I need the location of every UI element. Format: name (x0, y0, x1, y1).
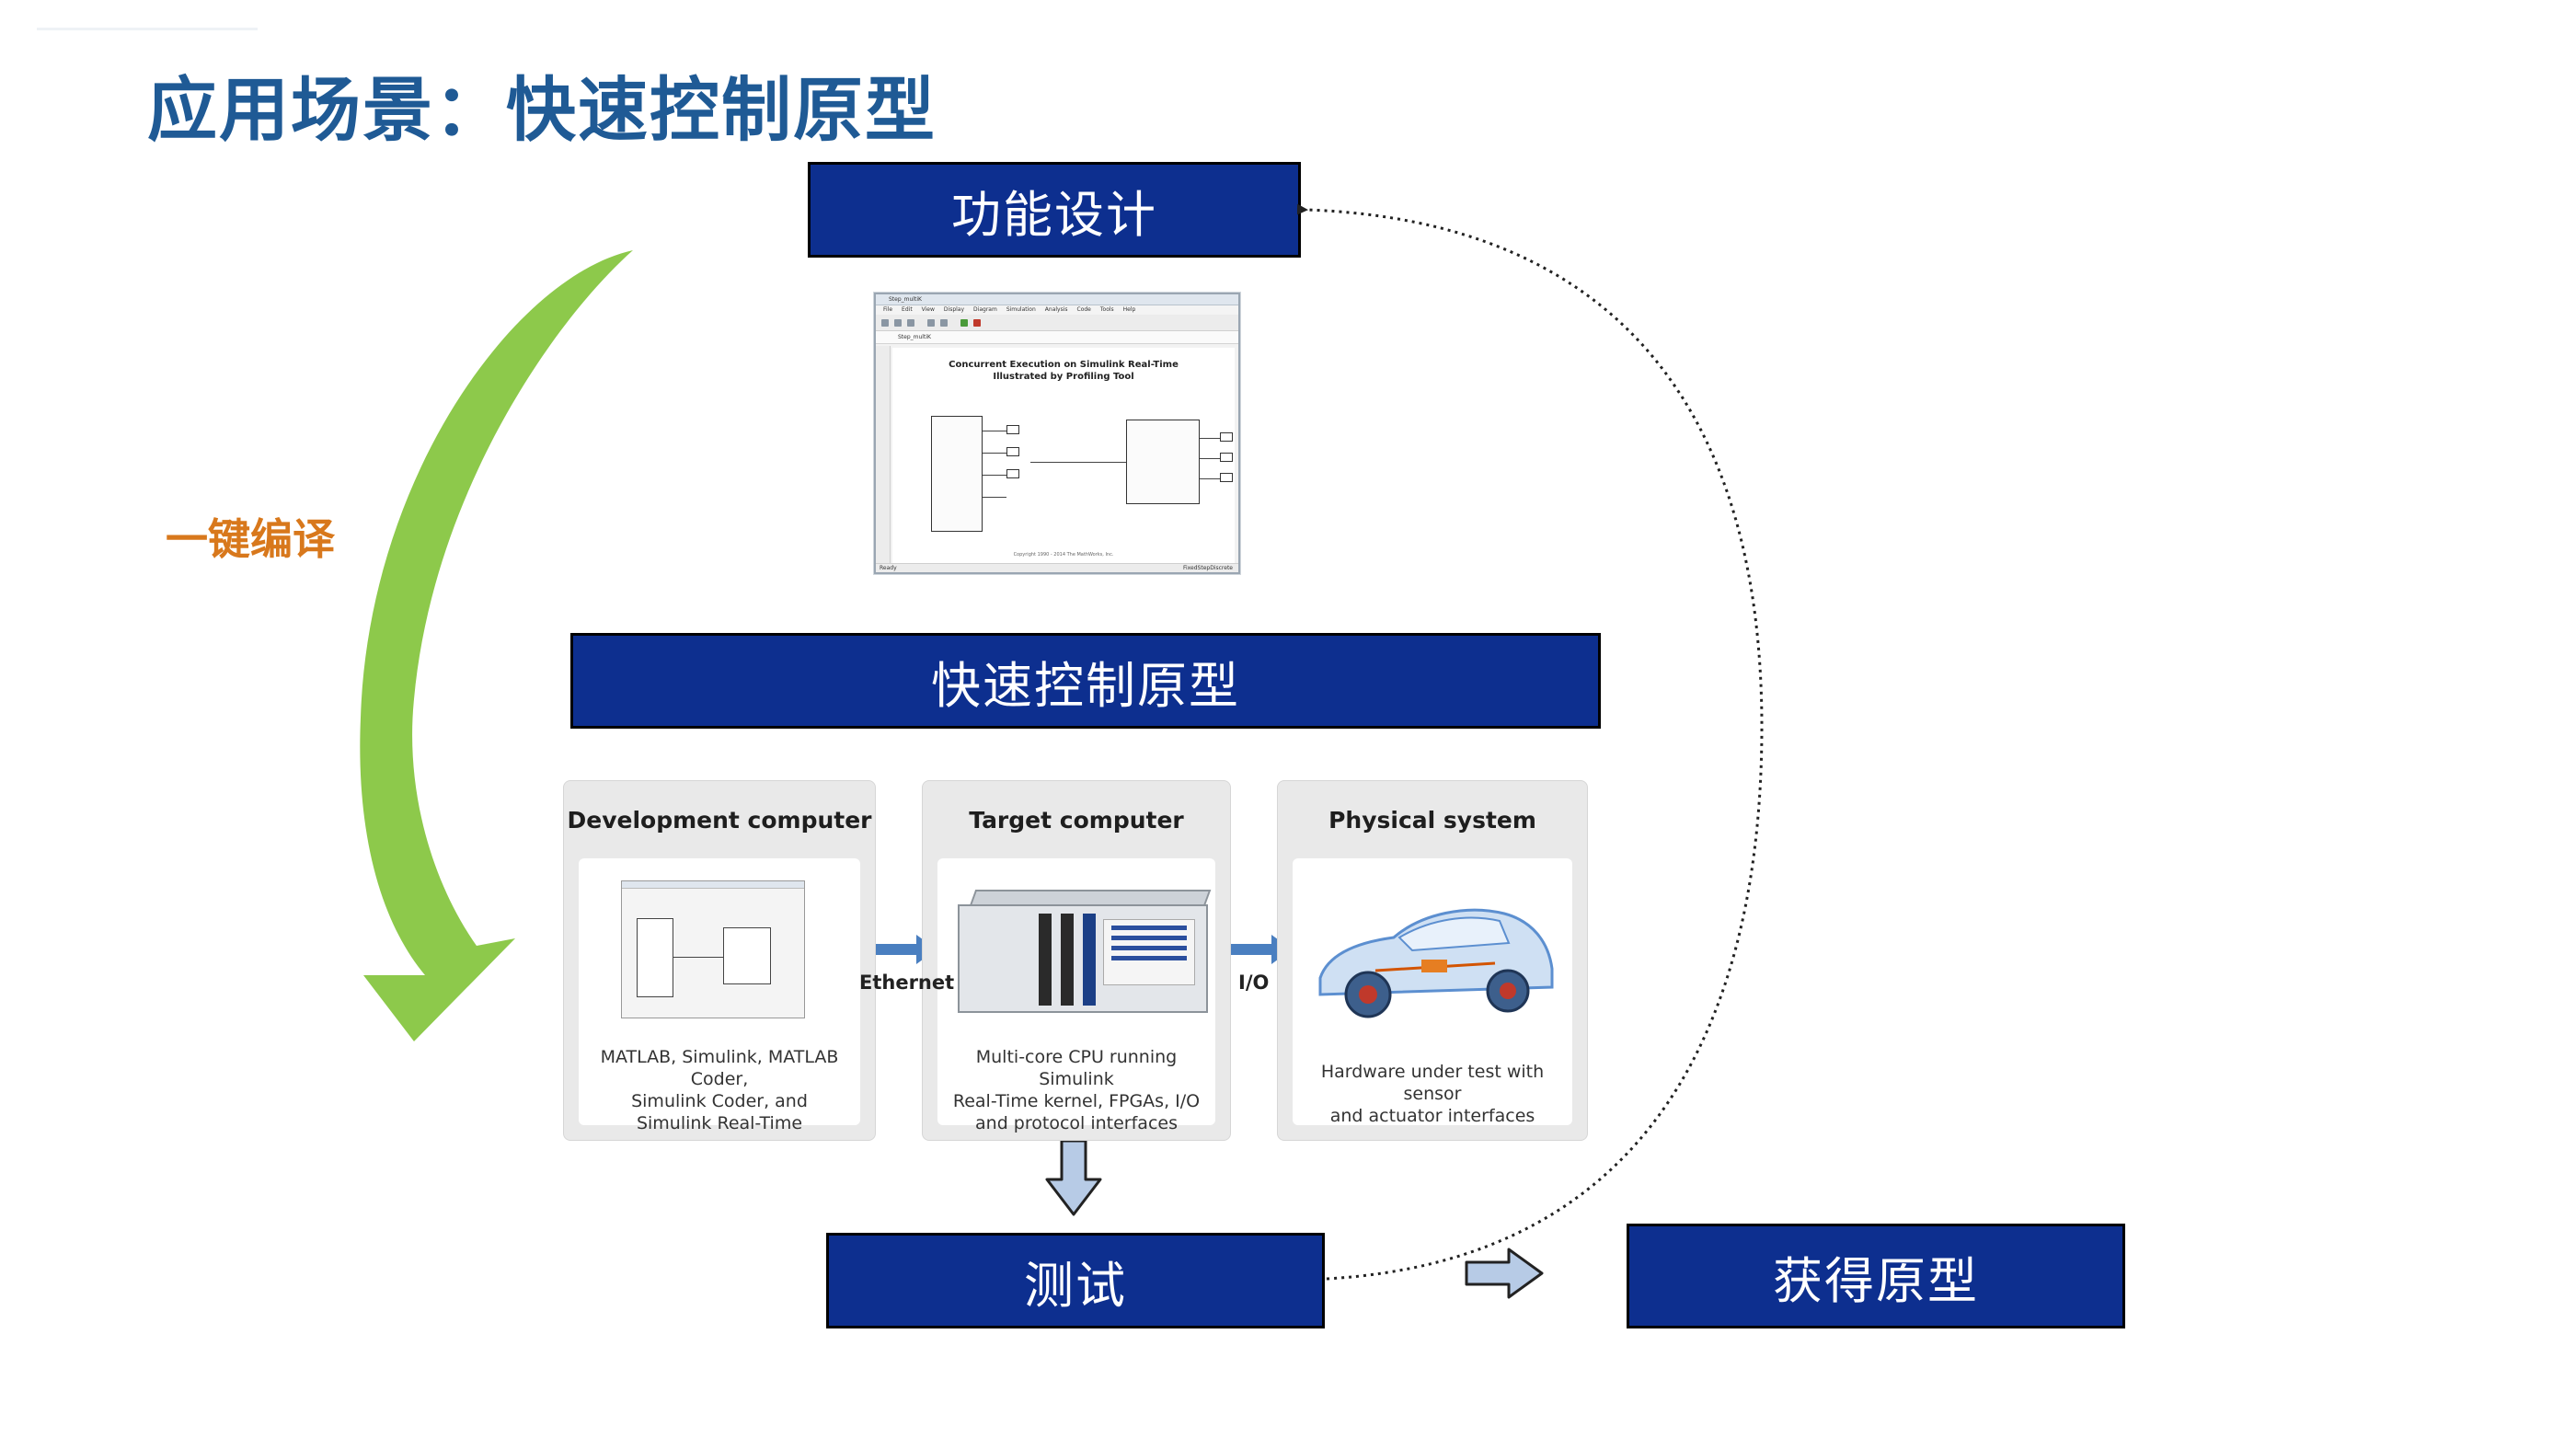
stop-icon[interactable] (973, 319, 981, 327)
right-arrow (1465, 1248, 1544, 1299)
card-title: Target computer (969, 807, 1184, 834)
feedback-loop-dotted-arrow (1296, 203, 1764, 1281)
slide-title: 应用场景：快速控制原型 (147, 69, 937, 151)
toolbar-icon[interactable] (894, 319, 902, 327)
card-target-computer: Target computer Multi-core CPU running S… (922, 780, 1231, 1141)
io-slot (1061, 914, 1074, 1006)
menu-item[interactable]: Edit (902, 306, 913, 313)
signal-line (1200, 478, 1220, 479)
terminator-block (1006, 469, 1019, 478)
toolbar-icon[interactable] (927, 319, 935, 327)
caption-line: and actuator interfaces (1329, 1106, 1535, 1126)
io-slot (1039, 914, 1052, 1006)
card-body: Multi-core CPU running Simulink Real-Tim… (937, 858, 1215, 1133)
window-menubar: File Edit View Display Diagram Simulatio… (876, 305, 1238, 315)
caption-line: Simulink Coder, and (631, 1091, 808, 1111)
ethernet-double-arrow (854, 935, 937, 964)
window-titlebar: Step_multiK (876, 294, 1238, 305)
signal-line (983, 475, 1006, 476)
menu-item[interactable]: Analysis (1044, 306, 1068, 313)
stage-rapid-prototype: 快速控制原型 (570, 633, 1601, 729)
vendor-badge (1103, 919, 1195, 985)
model-address: Step_multiK (876, 331, 1238, 344)
window-statusbar: Ready FixedStepDiscrete (876, 563, 1238, 572)
toolbar-icon[interactable] (907, 319, 914, 327)
terminator-block (1220, 473, 1233, 482)
menu-item[interactable]: Code (1076, 306, 1091, 313)
stage-test: 测试 (826, 1233, 1325, 1328)
card-development-computer: Development computer MATLAB, Simulink, M… (563, 780, 876, 1141)
header-accent-line (37, 28, 258, 30)
signal-line (983, 453, 1006, 454)
model-copyright: Copyright 1990 - 2014 The MathWorks, Inc… (1013, 552, 1114, 558)
toolbar-icon[interactable] (940, 319, 948, 327)
subsystem-block (931, 416, 983, 532)
solver-text: FixedStepDiscrete (1183, 565, 1233, 571)
signal-line (1200, 458, 1220, 459)
card-caption: Multi-core CPU running Simulink Real-Tim… (943, 1046, 1210, 1134)
terminator-block (1220, 453, 1233, 462)
menu-item[interactable]: Simulation (1006, 306, 1036, 313)
terminator-block (1220, 432, 1233, 442)
card-physical-system: Physical system Hardware under test with… (1277, 780, 1588, 1141)
caption-line: Simulink Real-Time (636, 1113, 803, 1133)
caption-line: Multi-core CPU running Simulink (975, 1047, 1178, 1089)
car-xray-illustration (1318, 908, 1554, 1018)
menu-item[interactable]: File (883, 306, 893, 313)
caption-line: Hardware under test with sensor (1320, 1062, 1545, 1104)
stage-obtain-prototype: 获得原型 (1627, 1224, 2125, 1328)
caption-line: Real-Time kernel, FPGAs, I/O (952, 1091, 1201, 1111)
card-title: Physical system (1328, 807, 1536, 834)
signal-line (983, 497, 1006, 498)
terminator-block (1006, 425, 1019, 434)
card-title: Development computer (567, 807, 872, 834)
caption-line: and protocol interfaces (975, 1113, 1178, 1133)
menu-item[interactable]: View (921, 306, 935, 313)
toolbar-icon[interactable] (881, 319, 889, 327)
card-caption: Hardware under test with sensor and actu… (1298, 1061, 1567, 1127)
menu-item[interactable]: Tools (1099, 306, 1114, 313)
io-label: I/O (1238, 972, 1270, 994)
status-text: Ready (880, 565, 897, 571)
card-caption: MATLAB, Simulink, MATLAB Coder, Simulink… (584, 1046, 855, 1134)
caption-line: MATLAB, Simulink, MATLAB Coder, (600, 1047, 839, 1089)
compile-curved-arrow (360, 250, 633, 1041)
menu-item[interactable]: Help (1122, 306, 1136, 313)
subsystem-block (1126, 420, 1200, 504)
mini-model-screenshot (621, 880, 805, 1018)
signal-line (1200, 438, 1220, 439)
signal-line (1030, 462, 1126, 463)
io-double-arrow (1209, 935, 1292, 964)
terminator-block (1006, 447, 1019, 456)
compile-label: 一键编译 (166, 514, 335, 564)
menu-item[interactable]: Display (943, 306, 965, 313)
window-toolbar (876, 315, 1238, 331)
card-body: Hardware under test with sensor and actu… (1293, 858, 1572, 1127)
ethernet-label: Ethernet (859, 972, 955, 994)
run-icon[interactable] (960, 319, 968, 327)
card-body: MATLAB, Simulink, MATLAB Coder, Simulink… (579, 858, 860, 1133)
stage-functional-design: 功能设计 (808, 162, 1301, 258)
model-heading-line: Illustrated by Profiling Tool (993, 372, 1134, 382)
palette-strip (876, 346, 891, 563)
model-canvas: Concurrent Execution on Simulink Real-Ti… (892, 348, 1235, 563)
model-heading-line: Concurrent Execution on Simulink Real-Ti… (949, 360, 1179, 370)
model-heading: Concurrent Execution on Simulink Real-Ti… (892, 359, 1235, 383)
simulink-model-window: Step_multiK File Edit View Display Diagr… (874, 293, 1240, 574)
io-slot (1083, 914, 1096, 1006)
menu-item[interactable]: Diagram (973, 306, 997, 313)
down-arrow (1045, 1139, 1102, 1216)
